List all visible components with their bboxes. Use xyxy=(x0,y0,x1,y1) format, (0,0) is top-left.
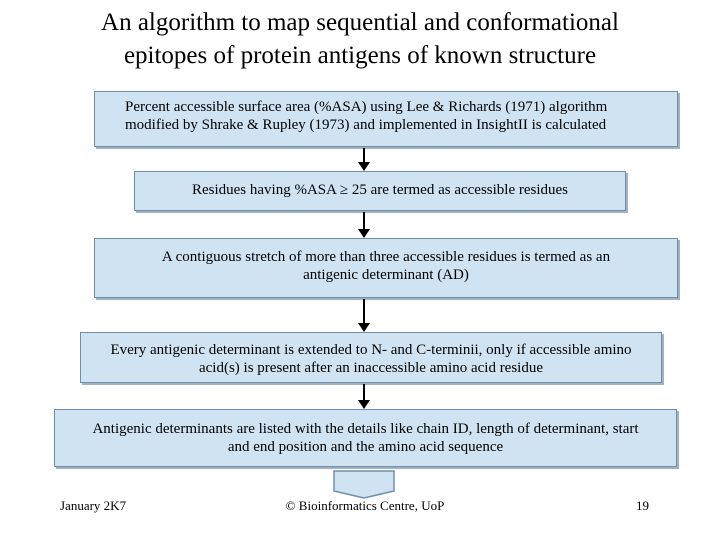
step-3-box: A contiguous stretch of more than three … xyxy=(94,238,678,298)
step-5-line-2: and end position and the amino acid sequ… xyxy=(227,439,504,455)
step-5-box: Antigenic determinants are listed with t… xyxy=(54,409,677,467)
step-2-line-1: Residues having %ASA ≥ 25 are termed as … xyxy=(191,182,569,198)
footer-date: January 2K7 xyxy=(60,498,127,513)
footer-page-number: 19 xyxy=(636,498,649,513)
slide-title: An algorithm to map sequential and confo… xyxy=(0,6,720,72)
step-3-line-2: antigenic determinant (AD) xyxy=(303,267,469,283)
title-line-1: An algorithm to map sequential and confo… xyxy=(101,9,619,36)
step-4-line-1: Every antigenic determinant is extended … xyxy=(110,342,632,358)
step-1-box: Percent accessible surface area (%ASA) u… xyxy=(94,91,678,147)
step-4-line-2: acid(s) is present after an inaccessible… xyxy=(198,360,544,376)
step-3-line-1: A contiguous stretch of more than three … xyxy=(161,249,611,265)
step-1-line-1: Percent accessible surface area (%ASA) u… xyxy=(125,99,608,115)
footer-credit: © Bioinformatics Centre, UoP xyxy=(285,498,445,513)
step-2-box: Residues having %ASA ≥ 25 are termed as … xyxy=(134,171,626,211)
step-5-line-1: Antigenic determinants are listed with t… xyxy=(92,421,639,437)
flow-arrow-1 xyxy=(358,148,370,171)
step-4-box: Every antigenic determinant is extended … xyxy=(80,332,662,383)
flow-arrow-2 xyxy=(358,212,370,238)
step-1-line-2: modified by Shrake & Rupley (1973) and i… xyxy=(125,117,607,133)
continuation-arrow-shape xyxy=(333,470,395,499)
flow-arrow-4 xyxy=(358,384,370,409)
title-line-2: epitopes of protein antigens of known st… xyxy=(123,42,597,69)
flow-arrow-3 xyxy=(358,299,370,332)
